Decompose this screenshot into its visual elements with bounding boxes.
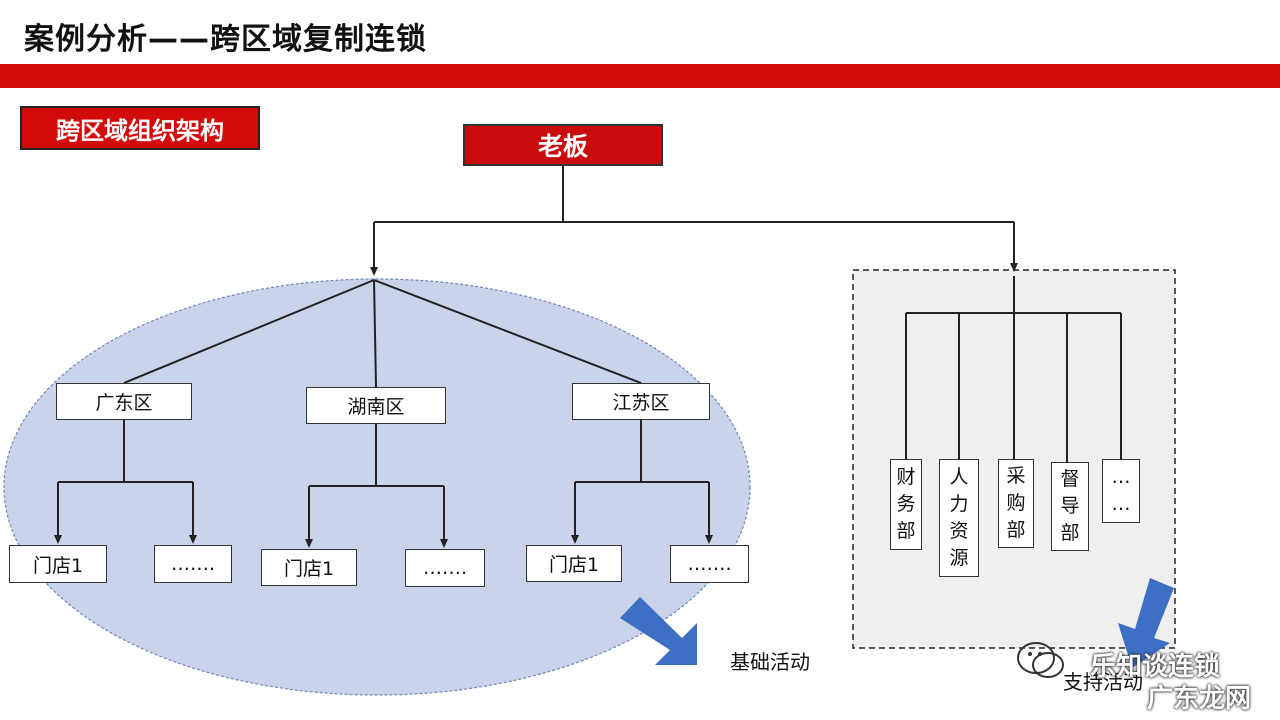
store-jiangsu-1: 门店1 bbox=[526, 545, 622, 582]
support-activities-label: 支持活动 bbox=[1063, 670, 1143, 694]
dept-supervision-char: 部 bbox=[1060, 522, 1080, 544]
dept-purchasing: 采 购 部 bbox=[998, 459, 1034, 548]
store-hunan-1: 门店1 bbox=[261, 549, 357, 586]
dept-supervision-char: 督 bbox=[1060, 468, 1080, 490]
region-jiangsu: 江苏区 bbox=[572, 383, 710, 420]
store-guangdong-1: 门店1 bbox=[9, 545, 107, 583]
boss-connectors bbox=[370, 165, 1018, 276]
dept-finance: 财 务 部 bbox=[890, 459, 922, 550]
store-hunan-more: ……. bbox=[405, 549, 485, 587]
dept-finance-char: 部 bbox=[896, 520, 916, 542]
basic-activities-label: 基础活动 bbox=[730, 650, 810, 674]
dept-hr-char: 资 bbox=[949, 520, 969, 542]
dept-supervision: 督 导 部 bbox=[1051, 462, 1089, 551]
dept-more: … … bbox=[1102, 459, 1140, 523]
dept-hr-char: 人 bbox=[949, 466, 969, 488]
basic-activity-arrow bbox=[620, 597, 697, 665]
region-guangdong: 广东区 bbox=[56, 383, 192, 420]
dept-more-char: … bbox=[1111, 493, 1131, 515]
store-connectors bbox=[54, 419, 713, 548]
dept-hr: 人 力 资 源 bbox=[939, 459, 979, 577]
support-activity-arrow bbox=[1118, 578, 1174, 668]
dept-purchasing-char: 购 bbox=[1006, 492, 1026, 514]
region-hunan: 湖南区 bbox=[306, 387, 446, 424]
dept-purchasing-char: 部 bbox=[1006, 519, 1026, 541]
dept-hr-char: 力 bbox=[949, 493, 969, 515]
watermark-line1: 乐知谈连锁 bbox=[1090, 652, 1221, 682]
dept-hr-char: 源 bbox=[949, 547, 969, 569]
section-tag: 跨区域组织架构 bbox=[20, 106, 260, 150]
watermark-line2: 广东龙网 bbox=[1147, 684, 1252, 714]
store-guangdong-more: ……. bbox=[154, 545, 232, 583]
dept-finance-char: 务 bbox=[896, 493, 916, 515]
store-jiangsu-more: ……. bbox=[670, 545, 749, 583]
region-connectors bbox=[123, 279, 642, 388]
boss-node: 老板 bbox=[463, 124, 663, 166]
wechat-icon bbox=[1017, 642, 1064, 678]
page-title: 案例分析——跨区域复制连锁 bbox=[24, 22, 427, 57]
dept-finance-char: 财 bbox=[896, 466, 916, 488]
dept-more-char: … bbox=[1111, 466, 1131, 488]
dept-purchasing-char: 采 bbox=[1006, 465, 1026, 487]
title-bar bbox=[0, 64, 1280, 88]
dept-supervision-char: 导 bbox=[1060, 495, 1080, 517]
department-connectors bbox=[905, 276, 1122, 462]
